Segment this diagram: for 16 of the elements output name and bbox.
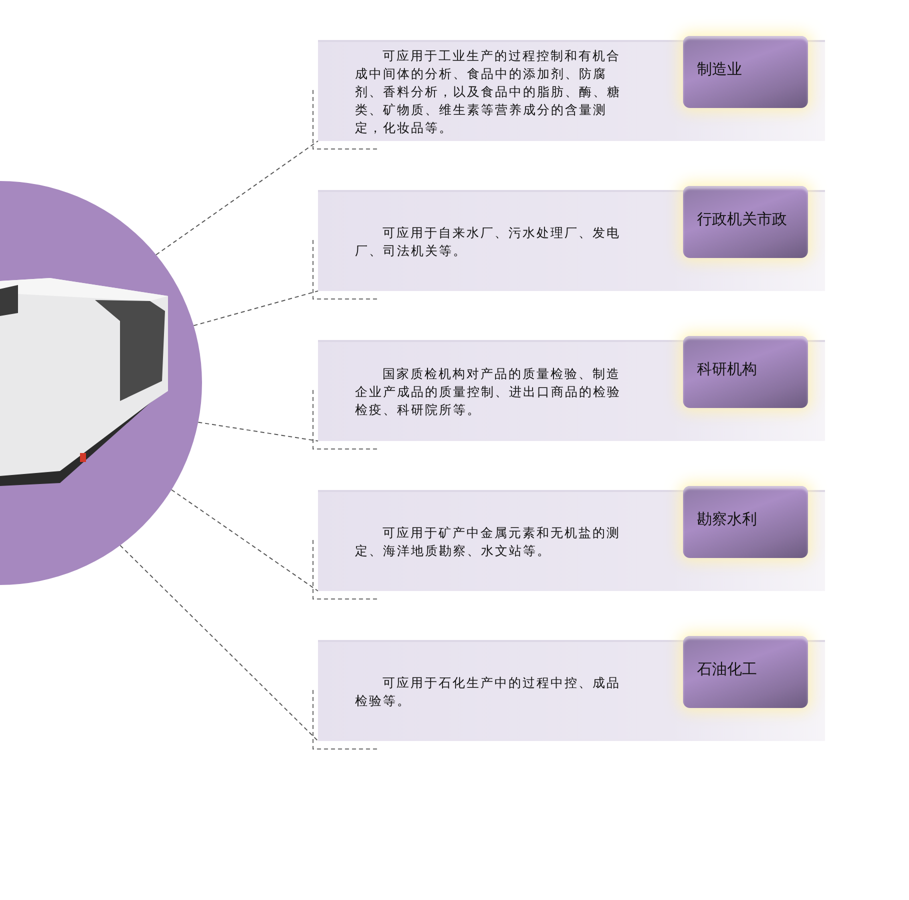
leader-line: [171, 489, 318, 592]
category-tag: 行政机关市政: [683, 186, 808, 258]
description-text: 可应用于自来水厂、污水处理厂、发电厂、司法机关等。: [355, 224, 622, 260]
instrument-picture: [0, 181, 203, 585]
description-text: 国家质检机构对产品的质量检验、制造企业产成品的质量控制、进出口商品的检验检疫、科研院所等。: [355, 364, 622, 418]
category-tag: 勘察水利: [683, 486, 808, 558]
category-tag: 制造业: [683, 36, 808, 108]
description-text: 可应用于矿产中金属元素和无机盐的测定、海洋地质勘察、水文站等。: [355, 524, 622, 560]
leader-line: [193, 290, 318, 326]
category-tag: 科研机构: [683, 336, 808, 408]
leader-line: [198, 422, 318, 442]
description-text: 可应用于工业生产的过程控制和有机合成中间体的分析、食品中的添加剂、防腐剂、香料分析，以及食品中的脂肪、酶、糖类、矿物质、维生素等营养成分的含量测定，化妆品等。: [355, 46, 622, 136]
category-tag: 石油化工: [683, 636, 808, 708]
description-text: 可应用于石化生产中的过程中控、成品检验等。: [355, 674, 622, 710]
leader-line: [156, 140, 318, 256]
leader-line: [120, 544, 318, 742]
